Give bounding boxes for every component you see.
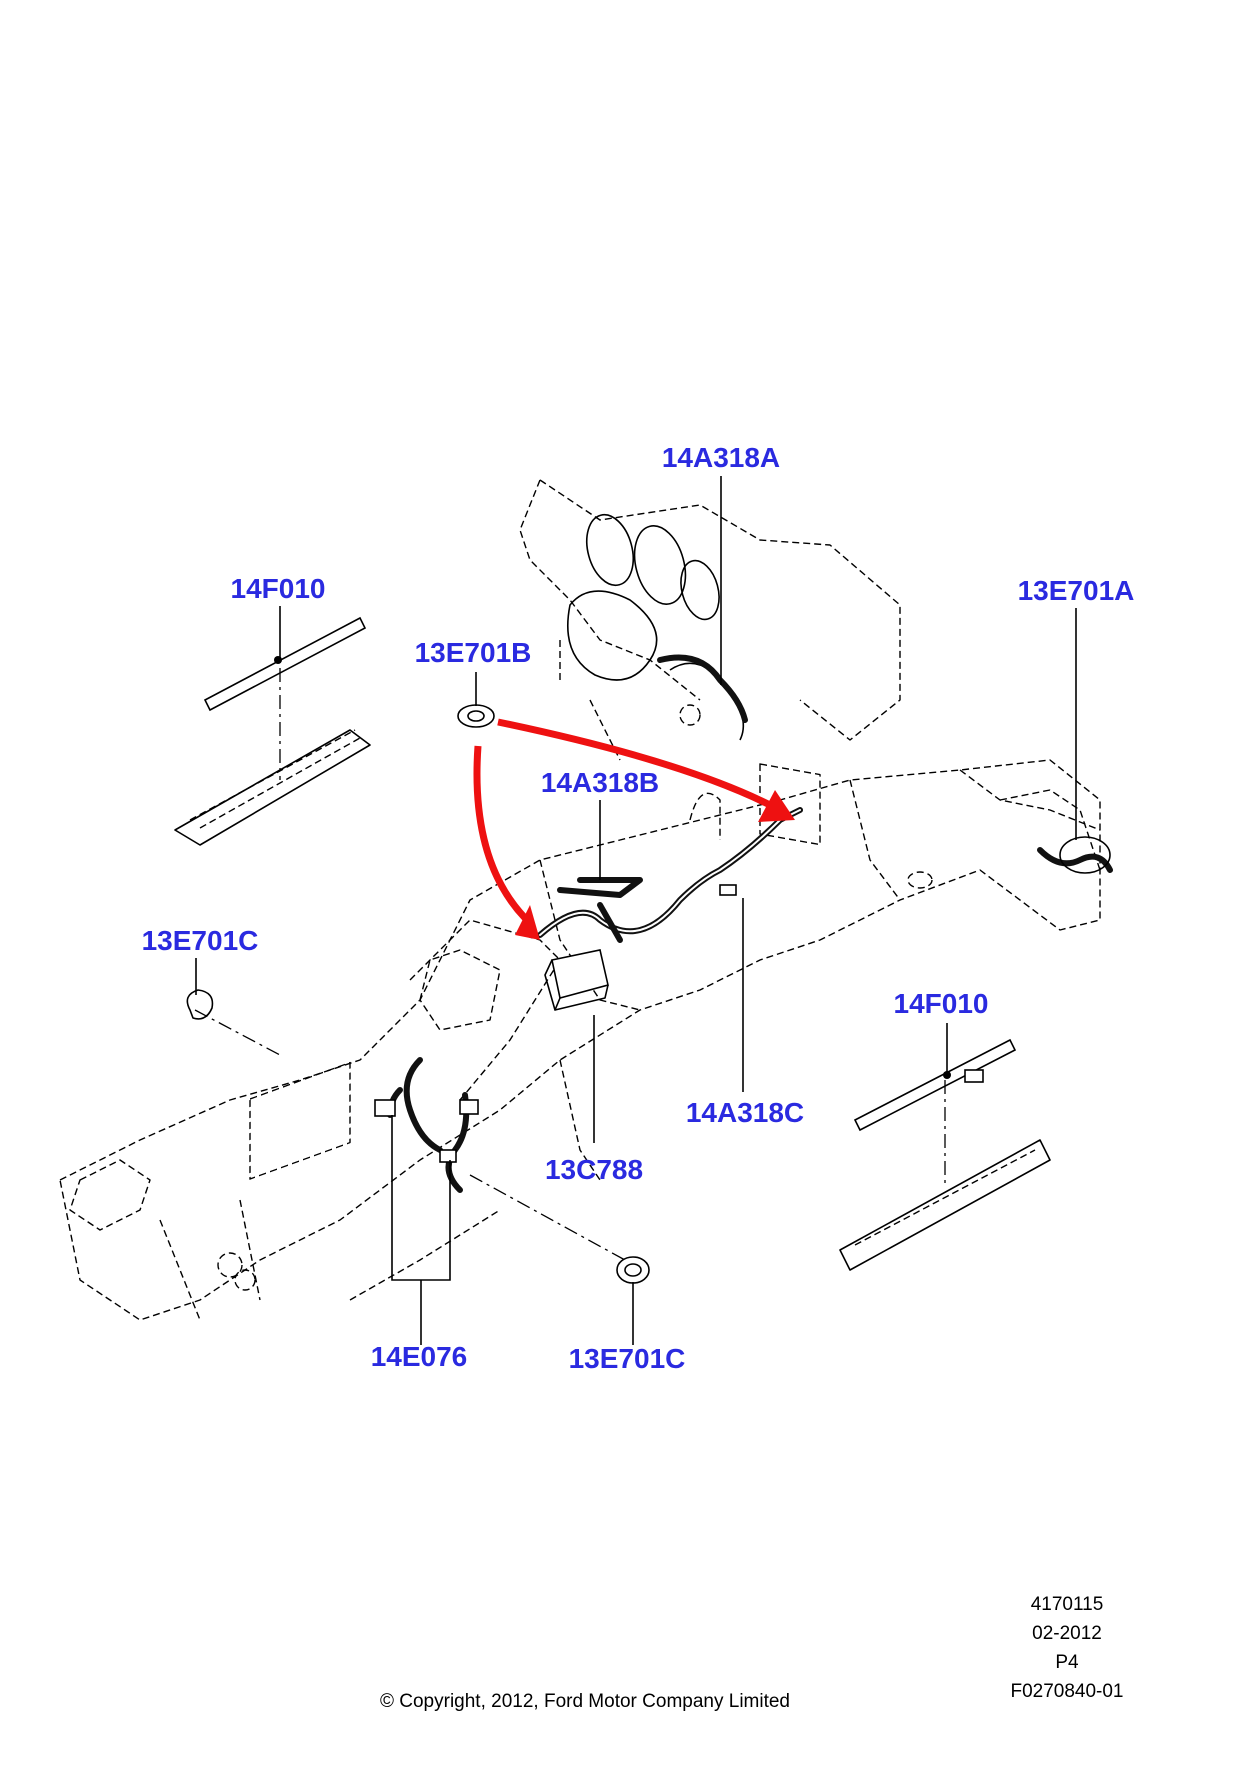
callout-13E701B: 13E701B [415, 637, 532, 668]
callout-13C788: 13C788 [545, 1154, 643, 1185]
leader-lines [195, 476, 1077, 1345]
module-13C788 [544, 949, 609, 1011]
callout-14A318C: 14A318C [686, 1097, 804, 1128]
diagram-figure-id: F0270840-01 [1010, 1681, 1123, 1702]
center-console [59, 759, 1101, 1321]
callout-14A318A: 14A318A [662, 442, 780, 473]
callout-14A318B: 14A318B [541, 767, 659, 798]
callout-13E701C-bottom: 13E701C [569, 1343, 686, 1374]
grommet-13E701B [457, 704, 495, 728]
assembly-lines [194, 668, 946, 1261]
callout-13E701A: 13E701A [1018, 575, 1135, 606]
clip-13E701C-bottom [616, 1256, 650, 1284]
clip-13E701C-left [186, 989, 214, 1020]
diagram-number: 4170115 [1031, 1594, 1104, 1615]
instrument-panel [519, 479, 901, 846]
red-arrow-to-rear [473, 745, 540, 940]
callout-14F010-right: 14F010 [894, 988, 989, 1019]
callout-13E701C-left: 13E701C [142, 925, 259, 956]
callout-14E076: 14E076 [371, 1341, 468, 1372]
trim-14F010-left [174, 616, 371, 846]
diagram-page: P4 [1055, 1652, 1079, 1673]
clip-13E701A [1059, 836, 1111, 874]
arrow-head-left [515, 905, 540, 940]
diagram-date: 02-2012 [1032, 1623, 1102, 1644]
red-arrow-to-front [497, 718, 795, 822]
copyright-notice: © Copyright, 2012, Ford Motor Company Li… [380, 1691, 790, 1712]
callout-14F010-left: 14F010 [231, 573, 326, 604]
console-harness [537, 654, 1113, 943]
trim-14F010-right [839, 1038, 1051, 1271]
arrow-head-right [758, 790, 795, 822]
front-harness-14E076 [374, 1057, 479, 1193]
